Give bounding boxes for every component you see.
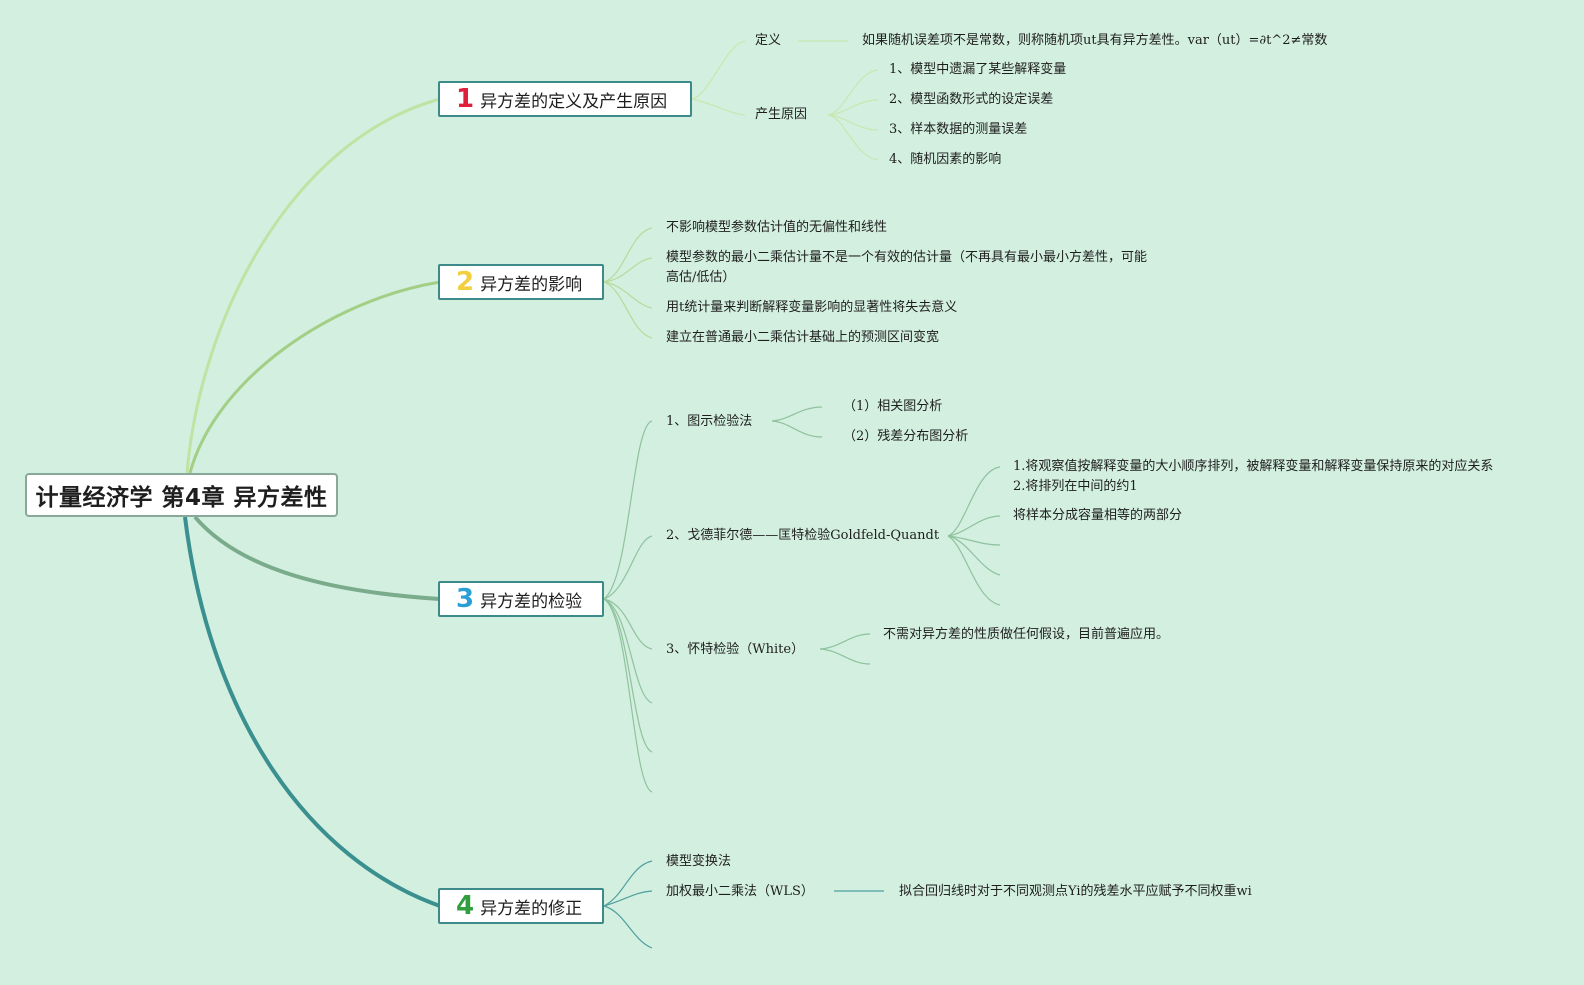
branch-label-4: 异方差的修正 (480, 898, 583, 919)
cause-item[interactable]: 1、模型中遗漏了某些解释变量 (889, 62, 1067, 77)
effect-item[interactable]: 用t统计量来判断解释变量影响的显著性将失去意义 (666, 300, 958, 315)
branch-4[interactable]: 4 异方差的修正 (438, 888, 604, 924)
test-subitem[interactable]: 不需对异方差的性质做任何假设，目前普遍应用。 (883, 627, 1170, 642)
fix-method-wls[interactable]: 加权最小二乘法（WLS） (666, 884, 814, 899)
branch-number-4: 4 (456, 891, 475, 921)
fix-method-model-transform[interactable]: 模型变换法 (666, 854, 732, 869)
branch-label-3: 异方差的检验 (480, 591, 583, 612)
fix-method-wls-detail[interactable]: 拟合回归线时对于不同观测点Yi的残差水平应赋予不同权重wi (899, 884, 1252, 899)
branch-3[interactable]: 3 异方差的检验 (438, 581, 604, 617)
topic-causes[interactable]: 产生原因 (755, 107, 808, 122)
test-method-white[interactable]: 3、怀特检验（White） (666, 642, 805, 657)
test-method-graphical[interactable]: 1、图示检验法 (666, 414, 753, 429)
root-title: 计量经济学 第4章 异方差性 (35, 485, 328, 511)
branch-label-1: 异方差的定义及产生原因 (480, 91, 668, 112)
test-method-goldfeld-quandt[interactable]: 2、戈德菲尔德——匡特检验Goldfeld-Quandt (666, 528, 940, 543)
branch-1[interactable]: 1 异方差的定义及产生原因 (438, 81, 692, 117)
cause-item[interactable]: 4、随机因素的影响 (889, 152, 1002, 167)
test-subitem[interactable]: （2）残差分布图分析 (843, 429, 969, 444)
test-subitem[interactable]: 将样本分成容量相等的两部分 (1013, 508, 1183, 523)
test-subitem[interactable]: （1）相关图分析 (843, 399, 943, 414)
cause-item[interactable]: 2、模型函数形式的设定误差 (889, 92, 1054, 107)
branch-2[interactable]: 2 异方差的影响 (438, 264, 604, 300)
cause-item[interactable]: 3、样本数据的测量误差 (889, 122, 1028, 137)
branch-number-2: 2 (456, 267, 475, 297)
link-root-branch2 (188, 280, 441, 474)
link-root-branch3 (193, 515, 441, 601)
branch-label-2: 异方差的影响 (480, 274, 583, 295)
effect-item[interactable]: 不影响模型参数估计值的无偏性和线性 (666, 220, 888, 235)
link-root-branch4 (183, 516, 441, 908)
topic-definition[interactable]: 定义 (755, 33, 782, 48)
branch-number-3: 3 (456, 584, 475, 614)
test-subitem[interactable]: 1.将观察值按解释变量的大小顺序排列，被解释变量和解释变量保持原来的对应关系 2… (1013, 459, 1494, 494)
link-root-branch1 (185, 97, 441, 474)
root-topic[interactable]: 计量经济学 第4章 异方差性 (25, 473, 338, 517)
branch-number-1: 1 (456, 84, 475, 114)
effect-item[interactable]: 模型参数的最小二乘估计量不是一个有效的估计量（不再具有最小最小方差性，可能高估/… (666, 250, 1148, 285)
effect-item[interactable]: 建立在普通最小二乘估计基础上的预测区间变宽 (666, 330, 940, 345)
topic-definition-detail[interactable]: 如果随机误差项不是常数，则称随机项ut具有异方差性。var（ut）=∂t^2≠常… (862, 33, 1328, 48)
